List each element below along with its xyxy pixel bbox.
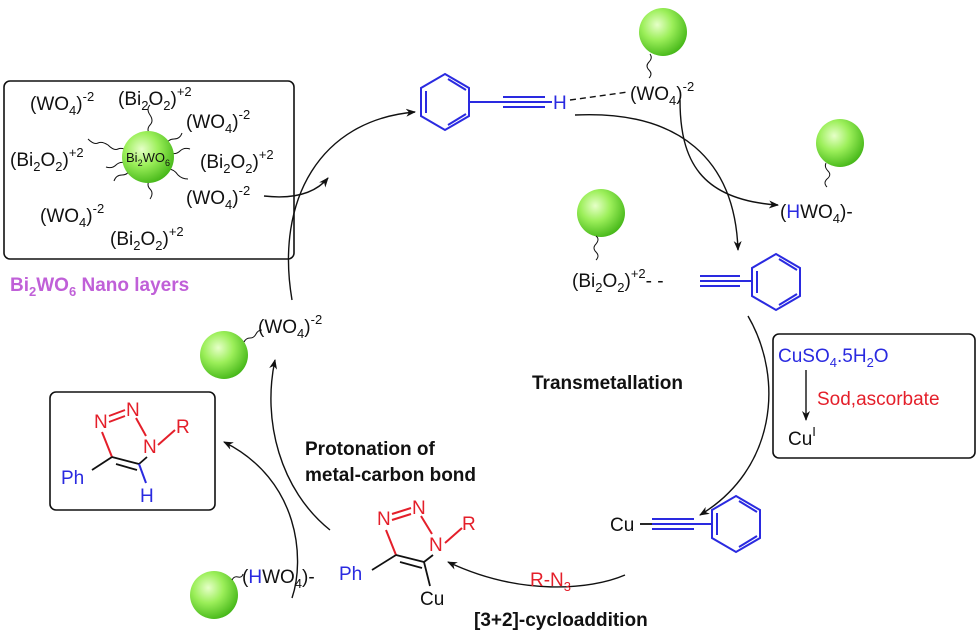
tether-hwo4-right — [824, 162, 831, 188]
hbond-dashed — [569, 91, 629, 101]
ti-ph: Ph — [339, 564, 362, 585]
ti-n2: N — [412, 498, 426, 519]
acetylenic-hydrogen: H — [553, 93, 567, 114]
ti-n1: N — [377, 509, 391, 530]
arrow-cycle-top-left — [287, 108, 416, 301]
nano-layers-caption: Bi2WO6 Nano layers — [10, 275, 189, 299]
hwo4-label-right: (HWO4)- — [780, 202, 853, 226]
ligand-bi2o2-top: (Bi2O2)+2 — [118, 84, 192, 113]
arrow-protonation-out — [223, 441, 299, 599]
reagent-box: CuSO4.5H2O Sod,ascorbate CuI — [772, 333, 976, 459]
ligand-wo4-bottom-right: (WO4)-2 — [186, 183, 250, 212]
ti-n3: N — [429, 535, 443, 556]
sphere-hwo4-bottom — [190, 571, 238, 619]
catalyst-sphere — [122, 131, 174, 183]
tp-n1: N — [94, 412, 108, 433]
bi-acetylide-alkyne — [700, 252, 801, 312]
arrow-catalyst-entry — [263, 177, 329, 198]
ligand-bi2o2-right: (Bi2O2)+2 — [200, 147, 274, 176]
sphere-wo4-top — [639, 8, 687, 56]
phenylacetylene: H — [420, 72, 567, 132]
catalyst-center-label: Bi2WO6 — [126, 150, 170, 168]
arrow-cycle-top-right — [574, 113, 742, 251]
tp-h: H — [140, 486, 154, 507]
bi2o2-label: (Bi2O2)+2- - — [572, 266, 664, 295]
sphere-hwo4-right — [816, 119, 864, 167]
protonation-label-line1: Protonation of — [305, 439, 435, 460]
tether-top — [646, 53, 652, 79]
cu-acetylide-cu: Cu — [610, 515, 634, 536]
protonation-label-line2: metal-carbon bond — [305, 465, 476, 486]
catalyst-box: Bi2WO6 (WO4)-2 (Bi2O2)+2 (WO4)-2 (Bi2O2)… — [3, 80, 295, 260]
transmetallation-label: Transmetallation — [532, 373, 683, 394]
cu-i-label: CuI — [788, 424, 816, 450]
cuso4-label: CuSO4.5H2O — [778, 346, 889, 370]
tether-wo4-left — [243, 329, 263, 343]
cycloaddition-label: [3+2]-cycloaddition — [474, 610, 648, 631]
sphere-wo4-left — [200, 331, 248, 379]
ti-r: R — [462, 514, 476, 535]
arrow-h-abstraction — [679, 99, 779, 209]
ti-cu: Cu — [420, 589, 444, 610]
tether-bi2o2 — [593, 235, 599, 261]
ligand-bi2o2-bottom: (Bi2O2)+2 — [110, 224, 184, 253]
arrow-cycle-left — [269, 359, 331, 531]
tether-hwo4-bottom — [231, 573, 244, 581]
ligand-bi2o2-left: (Bi2O2)+2 — [10, 145, 84, 174]
copper-acetylide: Cu — [610, 494, 761, 554]
ligand-wo4-top-left: (WO4)-2 — [30, 89, 94, 118]
sodium-ascorbate-label: Sod,ascorbate — [817, 389, 940, 410]
sphere-bi2o2 — [577, 189, 625, 237]
ligand-wo4-bottom-left: (WO4)-2 — [40, 201, 104, 230]
tp-n2: N — [126, 400, 140, 421]
arrow-cycle-right — [699, 315, 770, 516]
azide-label: R-N3 — [530, 570, 571, 594]
wo4-label-top: (WO4)-2 — [630, 79, 694, 108]
wo4-label-left: (WO4)-2 — [258, 312, 322, 341]
arrow-cycle-bottom — [447, 561, 626, 588]
tp-r: R — [176, 417, 190, 438]
triazole-intermediate: N N N R Ph Cu — [339, 498, 476, 610]
tp-n3: N — [143, 437, 157, 458]
tp-ph: Ph — [61, 468, 84, 489]
hwo4-label-bottom: (HWO4)- — [242, 567, 315, 591]
ligand-wo4-top-right: (WO4)-2 — [186, 107, 250, 136]
product-box: N N N R Ph H — [49, 391, 216, 511]
